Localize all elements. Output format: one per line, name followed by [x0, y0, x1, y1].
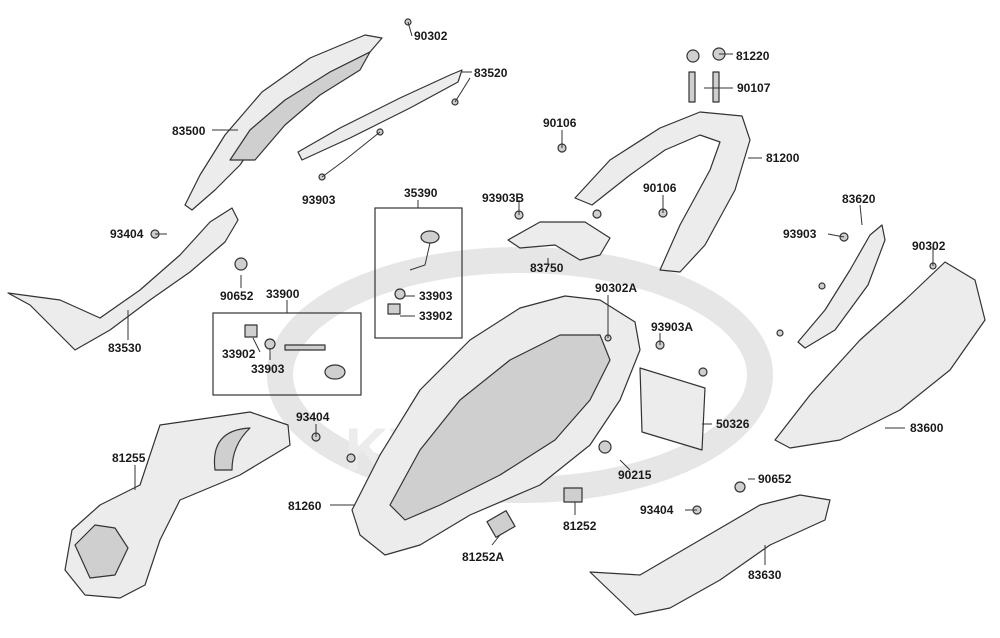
callout-83750: 83750 — [530, 261, 564, 275]
callout-90106: 90106 — [643, 181, 677, 195]
callout-90302a: 90302A — [595, 281, 637, 295]
callout-83600: 83600 — [910, 421, 944, 435]
callout-90302: 90302 — [414, 29, 448, 43]
callout-50326: 50326 — [716, 417, 750, 431]
part-83620-molding — [797, 224, 886, 349]
callout-81260: 81260 — [288, 499, 322, 513]
part-35390-socket — [409, 230, 440, 271]
callout-93404: 93404 — [296, 410, 330, 424]
leader-lines — [127, 21, 934, 565]
part-83520-molding — [297, 69, 463, 161]
callout-33903: 33903 — [251, 362, 285, 376]
callout-33902: 33902 — [419, 309, 453, 323]
part-81260-inner — [389, 334, 611, 521]
callout-93903: 93903 — [302, 193, 336, 207]
callout-81200: 81200 — [766, 151, 800, 165]
callout-81220: 81220 — [736, 49, 770, 63]
part-83630-lower-skirt — [589, 494, 831, 616]
callout-90652: 90652 — [220, 289, 254, 303]
callout-93404: 93404 — [640, 503, 674, 517]
part-83500-inner — [229, 51, 371, 161]
fastener-group — [150, 18, 937, 538]
part-50326-panel — [639, 367, 706, 451]
callout-93903b: 93903B — [482, 191, 524, 205]
callout-90215: 90215 — [618, 468, 652, 482]
callout-81255: 81255 — [112, 451, 146, 465]
part-81255-cap — [74, 524, 129, 579]
callout-90107: 90107 — [737, 81, 771, 95]
callout-83530: 83530 — [108, 341, 142, 355]
callout-93903: 93903 — [783, 227, 817, 241]
callout-90106: 90106 — [543, 116, 577, 130]
callout-93903a: 93903A — [651, 320, 693, 334]
callout-33903: 33903 — [419, 289, 453, 303]
callout-labels: 90302 83520 83500 93903 81220 90107 90106 81200… — [108, 29, 946, 582]
callout-81252: 81252 — [563, 519, 597, 533]
callout-33900: 33900 — [266, 287, 300, 301]
part-83530-side-skirt — [7, 207, 239, 351]
callout-35390: 35390 — [404, 186, 438, 200]
callout-83620: 83620 — [842, 192, 876, 206]
callout-93404: 93404 — [110, 227, 144, 241]
callout-83520: 83520 — [474, 66, 508, 80]
callout-90652: 90652 — [758, 472, 792, 486]
part-83600-side-cover — [774, 261, 986, 449]
part-83750-bracket — [507, 221, 611, 261]
callout-81252a: 81252A — [462, 550, 504, 564]
callout-83500: 83500 — [172, 124, 206, 138]
callout-33902: 33902 — [222, 347, 256, 361]
callout-83630: 83630 — [748, 568, 782, 582]
part-81200-grab-rail — [574, 111, 751, 273]
part-81255-arc — [213, 427, 251, 471]
callout-90302: 90302 — [912, 239, 946, 253]
